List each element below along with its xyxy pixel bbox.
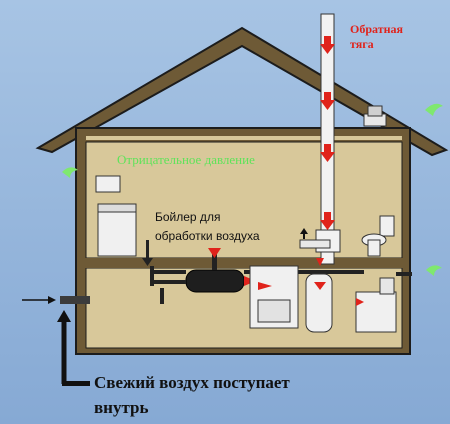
boiler-line-2: обработки воздуха [155,229,260,243]
fresh-air-arrow [57,310,90,386]
upper-floor-room [85,141,403,259]
fresh-air-pipe [60,296,90,304]
negative-pressure-label: Отрицательное давление [117,152,255,167]
backdraft-arrows [320,36,335,230]
boiler-line-1: Бойлер для [155,210,221,224]
kitchen-hood [95,175,121,193]
clothes-dryer [355,291,397,333]
backdraft-line-2: тяга [350,37,374,51]
backdraft-label: Обратная тяга [350,22,403,52]
kitchen-range [97,203,137,257]
boiler-label: Бойлер для обработки воздуха [155,208,260,246]
toilet [361,215,395,257]
chimney-flue [320,13,335,265]
airflow-wisps [62,103,443,276]
fresh-air-line-2: внутрь [94,398,149,417]
roof [35,26,449,157]
water-heater [305,273,333,333]
backdraft-line-1: Обратная [350,22,403,36]
fresh-air-line-1: Свежий воздух поступает [94,373,290,392]
fresh-air-label: Свежий воздух поступает внутрь [94,370,290,420]
air-handler-boiler [185,269,245,293]
